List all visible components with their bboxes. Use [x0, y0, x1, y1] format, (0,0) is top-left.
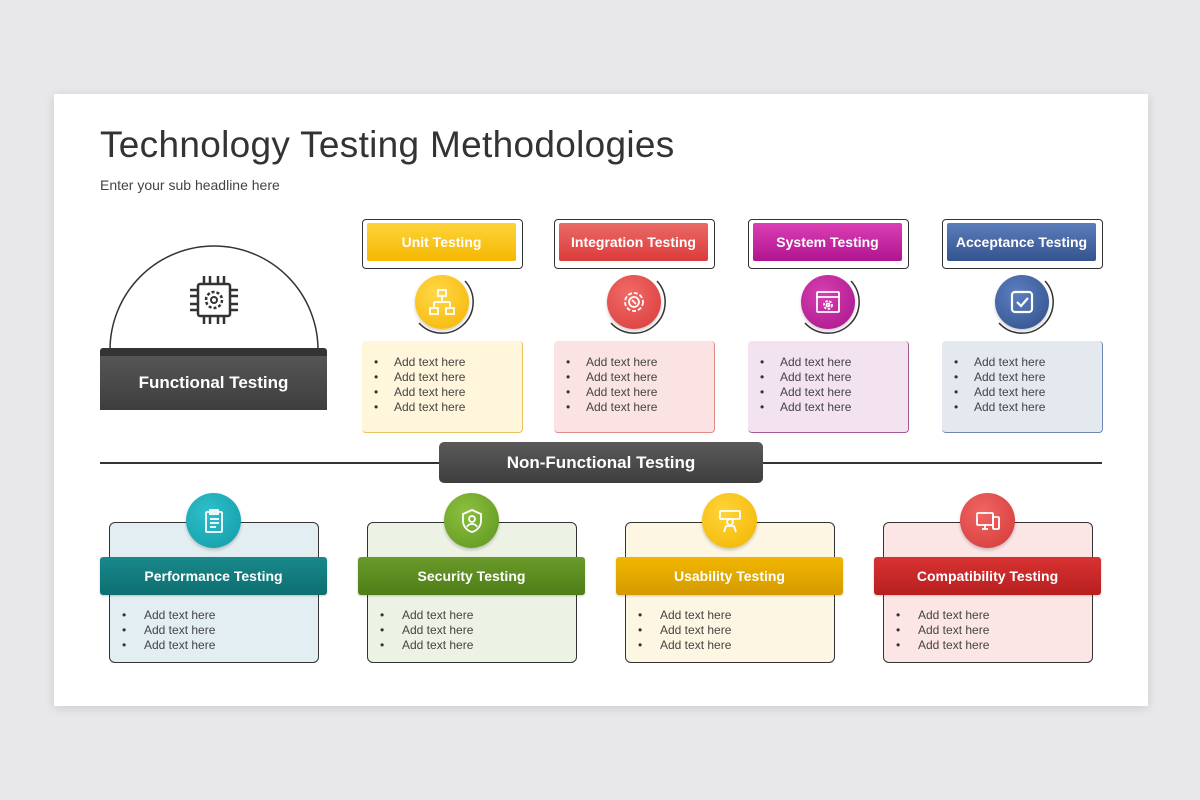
- clipboard-icon: [186, 493, 241, 548]
- bullet-item: Add text here: [122, 638, 215, 653]
- non-functional-testing-label: Non-Functional Testing: [439, 442, 763, 483]
- text-box: Add text here Add text here Add text her…: [362, 341, 523, 433]
- column-unit-testing: Unit Testing Add text here Add text here…: [362, 219, 523, 434]
- bullet-item: Add text here: [566, 385, 657, 400]
- column-compatibility-testing: Compatibility Testing Add text here Add …: [874, 492, 1101, 667]
- bullet-item: Add text here: [566, 400, 657, 415]
- text-box: Add text here Add text here Add text her…: [942, 341, 1103, 433]
- bullet-item: Add text here: [380, 608, 473, 623]
- compatibility-testing-label: Compatibility Testing: [874, 557, 1101, 595]
- security-testing-label: Security Testing: [358, 557, 585, 595]
- bullet-item: Add text here: [896, 623, 989, 638]
- bullet-item: Add text here: [122, 608, 215, 623]
- page-subtitle: Enter your sub headline here: [100, 177, 280, 193]
- bullet-item: Add text here: [760, 400, 851, 415]
- bullet-item: Add text here: [954, 370, 1045, 385]
- column-performance-testing: Performance Testing Add text here Add te…: [100, 492, 327, 667]
- column-security-testing: Security Testing Add text here Add text …: [358, 492, 585, 667]
- integration-testing-label: Integration Testing: [559, 223, 708, 261]
- slide: Technology Testing Methodologies Enter y…: [54, 94, 1148, 706]
- checkbox-icon: [995, 275, 1049, 329]
- column-system-testing: System Testing Add text here Add text he…: [748, 219, 909, 434]
- performance-testing-label: Performance Testing: [100, 557, 327, 595]
- usability-testing-label: Usability Testing: [616, 557, 843, 595]
- bullet-item: Add text here: [954, 385, 1045, 400]
- bullet-item: Add text here: [122, 623, 215, 638]
- bullet-item: Add text here: [566, 370, 657, 385]
- shield-user-icon: [444, 493, 499, 548]
- system-testing-label: System Testing: [753, 223, 902, 261]
- text-box: Add text here Add text here Add text her…: [748, 341, 909, 433]
- text-box: Add text here Add text here Add text her…: [554, 341, 715, 433]
- bullet-item: Add text here: [374, 355, 465, 370]
- cpu-gear-icon: [190, 276, 238, 324]
- gear-wrench-icon: [607, 275, 661, 329]
- column-integration-testing: Integration Testing Add text here Add te…: [554, 219, 715, 434]
- page-title: Technology Testing Methodologies: [100, 124, 675, 165]
- icon-ring: [409, 271, 475, 337]
- bullet-item: Add text here: [760, 385, 851, 400]
- browser-gear-icon: [801, 275, 855, 329]
- bullet-item: Add text here: [374, 370, 465, 385]
- bullet-item: Add text here: [896, 608, 989, 623]
- bullet-item: Add text here: [760, 355, 851, 370]
- bullet-item: Add text here: [566, 355, 657, 370]
- bullet-item: Add text here: [954, 355, 1045, 370]
- user-screen-icon: [702, 493, 757, 548]
- flowchart-icon: [415, 275, 469, 329]
- bullet-item: Add text here: [374, 400, 465, 415]
- bullet-item: Add text here: [380, 638, 473, 653]
- bullet-item: Add text here: [380, 623, 473, 638]
- bullet-item: Add text here: [896, 638, 989, 653]
- functional-testing-label: Functional Testing: [100, 356, 327, 410]
- functional-dome-arc: [109, 245, 319, 351]
- icon-ring: [601, 271, 667, 337]
- bullet-item: Add text here: [638, 608, 731, 623]
- functional-bar-cap: [100, 348, 327, 358]
- bullet-item: Add text here: [760, 370, 851, 385]
- icon-ring: [795, 271, 861, 337]
- icon-ring: [989, 271, 1055, 337]
- bullet-item: Add text here: [374, 385, 465, 400]
- bullet-item: Add text here: [638, 623, 731, 638]
- acceptance-testing-label: Acceptance Testing: [947, 223, 1096, 261]
- bullet-item: Add text here: [638, 638, 731, 653]
- column-acceptance-testing: Acceptance Testing Add text here Add tex…: [942, 219, 1103, 434]
- column-usability-testing: Usability Testing Add text here Add text…: [616, 492, 843, 667]
- devices-icon: [960, 493, 1015, 548]
- unit-testing-label: Unit Testing: [367, 223, 516, 261]
- bullet-item: Add text here: [954, 400, 1045, 415]
